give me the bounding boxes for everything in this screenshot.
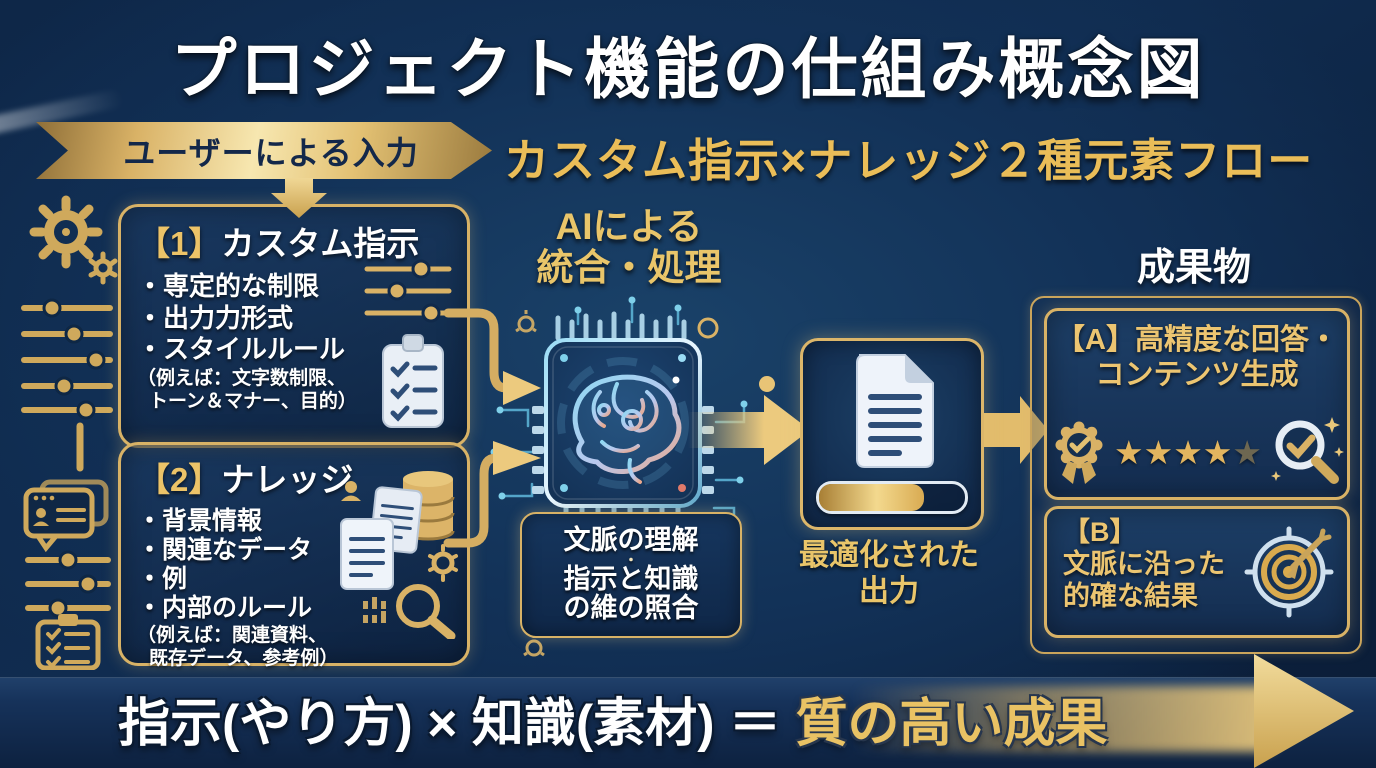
- gear-icon: [88, 251, 118, 285]
- chat-card-icon: [23, 479, 109, 553]
- result-b-text: 【B】 文脈に沿った 的確な結果: [1063, 517, 1225, 611]
- gold-ring: [697, 317, 719, 339]
- results-heading: 成果物: [1136, 247, 1251, 289]
- result-b-box: 【B】 文脈に沿った 的確な結果: [1044, 506, 1350, 638]
- star-icon: [1232, 436, 1262, 469]
- box1-note: （例えば：文字数制限、 トーン＆マナー、目的）: [137, 368, 357, 412]
- optimized-output-card: [800, 338, 984, 530]
- list-item: 出力力形式: [137, 303, 385, 335]
- arrow-tail: [984, 413, 1020, 447]
- left-icon-column: [21, 195, 118, 670]
- star-icon: [1173, 436, 1203, 469]
- sliders-icon: [364, 259, 452, 323]
- result-a-text: 【A】高精度な回答・ コンテンツ生成: [1056, 324, 1338, 392]
- gold-node: [759, 376, 775, 392]
- ai-processing-label: AIによる 統合・処理: [536, 206, 722, 289]
- custom-instructions-box: 【1】カスタム指示 専定的な制限 出力力形式 スタイルルール （例えば：文字数制…: [118, 204, 470, 448]
- page-title: プロジェクト機能の仕組み概念図: [170, 32, 1206, 106]
- sparkle: [672, 376, 680, 384]
- star-icon: [1114, 436, 1144, 469]
- clipboard-icon: [35, 614, 101, 670]
- middle-dot: ・: [624, 551, 638, 568]
- person-icon: [341, 481, 361, 501]
- gear-icon: [29, 195, 103, 269]
- user-input-banner: ユーザーによる入力: [36, 122, 492, 179]
- progress-fill: [819, 484, 925, 511]
- context-matching-box: 文脈の理解 ・ 指示と知識 の維の照合: [520, 512, 742, 638]
- knowledge-box: 【2】ナレッジ 背景情報 関連なデータ 例 内部のルール （例えば：関連資料、 …: [118, 442, 470, 669]
- list-item: 背景情報: [137, 507, 327, 536]
- flow-subtitle: カスタム指示×ナレッジ２種元素フロー: [504, 135, 1314, 186]
- magnifier-icon: [396, 584, 456, 639]
- box2-tag: 【2】: [137, 461, 222, 498]
- user-input-banner-label: ユーザーによる入力: [123, 134, 419, 171]
- box1-tag: 【1】: [137, 225, 222, 262]
- knowledge-icons: [340, 471, 458, 639]
- list-item: 内部のルール: [137, 594, 327, 623]
- clipboard-check-icon: [382, 334, 444, 428]
- list-item: 例: [137, 565, 327, 594]
- list-item: スタイルルール: [137, 334, 385, 366]
- document-icon: [340, 518, 394, 590]
- brain-illustration: [572, 374, 682, 484]
- star-rating: [1114, 436, 1262, 469]
- star-icon: [1144, 436, 1174, 469]
- box2-bullet-list: 背景情報 関連なデータ 例 内部のルール: [137, 507, 327, 623]
- box1-title: 【1】カスタム指示: [137, 225, 420, 262]
- document-icon: [856, 354, 934, 468]
- gear-icon: [428, 544, 458, 582]
- box2-title: 【2】ナレッジ: [137, 461, 354, 498]
- target-arrow-icon: [1244, 526, 1334, 618]
- magnifier-check-icon: [1270, 417, 1344, 484]
- formula-result: 質の高い成果: [795, 695, 1108, 753]
- gold-arrow-tail: [852, 686, 1276, 752]
- result-a-box: 【A】高精度な回答・ コンテンツ生成: [1044, 308, 1350, 500]
- box2-note: （例えば：関連資料、 既存データ、参考例）: [137, 625, 339, 669]
- star-icon: [1203, 436, 1233, 469]
- progress-bar: [816, 481, 968, 514]
- gear-icon: [515, 310, 537, 333]
- box1-bullet-list: 専定的な制限 出力力形式 スタイルルール: [137, 271, 385, 366]
- optimized-output-label: 最適化された 出力: [799, 539, 979, 608]
- medal-check-icon: [1055, 421, 1103, 484]
- formula-left: 指示(やり方) × 知識(素材) ＝: [118, 695, 796, 753]
- bottom-formula: 指示(やり方) × 知識(素材) ＝ 質の高い成果: [118, 681, 1107, 756]
- list-item: 関連なデータ: [137, 536, 327, 565]
- result-a-icons: [1047, 415, 1347, 489]
- binary-decoration: [363, 597, 386, 623]
- list-item: 専定的な制限: [137, 271, 385, 303]
